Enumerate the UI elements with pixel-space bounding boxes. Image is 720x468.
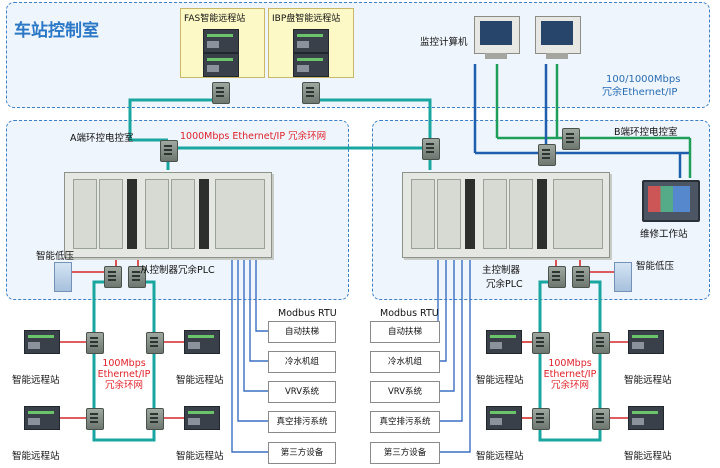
remote-station-a2-label: 智能远程站 — [176, 375, 224, 386]
room-b-master-plc-label-2: 冗余PLC — [486, 279, 523, 290]
room-a-plc-switch-icon — [104, 266, 122, 288]
workstation-label: 维修工作站 — [640, 229, 688, 240]
ring-b-switch-icon-1 — [532, 332, 550, 354]
room-b-ring-switch-icon — [422, 138, 440, 160]
ibp-station-label: IBP盘智能远程站 — [272, 14, 341, 24]
ring-a-label-2: Ethernet/IP — [97, 369, 151, 380]
room-a-low-voltage-label: 智能低压 — [36, 251, 75, 262]
monitor-stand — [485, 53, 507, 59]
room-b-backbone-switch-icon-2 — [562, 128, 580, 150]
ring-b-label-1: 100Mbps — [548, 358, 592, 369]
remote-station-a3-label: 智能远程站 — [12, 451, 60, 462]
remote-station-a2-icon — [184, 330, 220, 354]
remote-station-a3-icon — [24, 406, 60, 430]
room-a-ring-switch-icon — [160, 140, 178, 162]
room-b-master-plc-label-1: 主控制器 — [482, 265, 521, 276]
left-device-vacuum-sewage: 真空排污系统 — [268, 411, 336, 433]
modbus-right-title: Modbus RTU — [380, 308, 439, 319]
fas-switch-icon — [212, 82, 230, 104]
maintenance-workstation-icon — [642, 180, 700, 222]
ring-b-label-2: Ethernet/IP — [543, 369, 597, 380]
ring-a-switch-icon-1 — [86, 332, 104, 354]
remote-station-b1-label: 智能远程站 — [476, 375, 524, 386]
main-ring-label: 1000Mbps Ethernet/IP 冗余环网 — [180, 131, 327, 142]
ibp-rtu-icon — [293, 29, 329, 53]
left-device-vrv: VRV系统 — [268, 381, 336, 403]
monitor-label: 监控计算机 — [420, 37, 468, 48]
room-b-plc-switch-icon-2 — [572, 266, 590, 288]
ring-a-switch-icon-4 — [146, 408, 164, 430]
ibp-switch-icon — [302, 82, 320, 104]
room-b-plc-switch-icon — [548, 266, 566, 288]
room-b-low-voltage-icon — [614, 262, 632, 292]
backbone-lines — [473, 64, 692, 178]
room-b-low-voltage-label: 智能低压 — [636, 261, 675, 272]
remote-station-b1-icon — [486, 330, 522, 354]
fas-rtu-icon — [203, 29, 239, 53]
remote-station-b2-icon — [628, 330, 664, 354]
ring-a-switch-icon-2 — [146, 332, 164, 354]
ring-a-label-1: 100Mbps — [102, 358, 146, 369]
ring-b-switch-icon-3 — [532, 408, 550, 430]
remote-station-b4-icon — [628, 406, 664, 430]
remote-station-b4-label: 智能远程站 — [624, 451, 672, 462]
left-device-chiller: 冷水机组 — [268, 351, 336, 373]
ring-a — [92, 280, 156, 442]
modbus-left-title: Modbus RTU — [278, 308, 337, 319]
ring-b-switch-icon-4 — [592, 408, 610, 430]
left-device-escalator: 自动扶梯 — [268, 321, 336, 343]
ring-a-label: 100Mbps Ethernet/IP 冗余环网 — [94, 358, 154, 391]
room-a-title: A端环控电控室 — [70, 133, 134, 144]
right-device-chiller: 冷水机组 — [370, 351, 440, 373]
monitor-stand-2 — [546, 53, 568, 59]
room-b-plc-rack — [402, 172, 610, 258]
remote-station-b3-label: 智能远程站 — [476, 451, 524, 462]
room-b-title: B端环控电控室 — [614, 127, 678, 138]
remote-station-a1-label: 智能远程站 — [12, 375, 60, 386]
station-control-room — [6, 2, 710, 108]
ring-b-label: 100Mbps Ethernet/IP 冗余环网 — [540, 358, 600, 391]
room-a-plc-rack — [64, 172, 272, 258]
room-a-slave-plc-label: 从控制器冗余PLC — [140, 265, 215, 276]
modbus-left — [231, 256, 268, 453]
ring-a-label-3: 冗余环网 — [104, 380, 143, 391]
ring-b — [538, 280, 602, 442]
room-a-plc-switch-icon-2 — [128, 266, 146, 288]
backbone-label-2: 冗余Ethernet/IP — [602, 87, 678, 98]
room-a-low-voltage-icon — [54, 262, 72, 292]
remote-station-a4-label: 智能远程站 — [176, 451, 224, 462]
right-device-third-party: 第三方设备 — [370, 442, 440, 464]
remote-station-a4-icon — [184, 406, 220, 430]
station-title: 车站控制室 — [14, 21, 99, 41]
room-b-backbone-switch-icon — [538, 144, 556, 166]
remote-station-a1-icon — [24, 330, 60, 354]
right-device-vacuum-sewage: 真空排污系统 — [370, 411, 440, 433]
fas-station-label: FAS智能远程站 — [184, 14, 246, 24]
modbus-right — [437, 256, 471, 453]
remote-station-b2-label: 智能远程站 — [624, 375, 672, 386]
right-device-vrv: VRV系统 — [370, 381, 440, 403]
ring-b-label-3: 冗余环网 — [550, 380, 589, 391]
fas-remote-station: FAS智能远程站 — [180, 8, 265, 78]
ring-b-switch-icon-2 — [592, 332, 610, 354]
ibp-rtu-icon-2 — [293, 53, 329, 77]
left-device-third-party: 第三方设备 — [268, 442, 336, 464]
ibp-remote-station: IBP盘智能远程站 — [268, 8, 354, 78]
fas-rtu-icon-2 — [203, 53, 239, 77]
backbone-label-1: 100/1000Mbps — [606, 74, 681, 85]
monitor-computer-icon-2 — [535, 16, 581, 54]
remote-station-b3-icon — [486, 406, 522, 430]
ring-a-switch-icon-3 — [86, 408, 104, 430]
monitor-computer-icon — [474, 16, 520, 54]
right-device-escalator: 自动扶梯 — [370, 321, 440, 343]
